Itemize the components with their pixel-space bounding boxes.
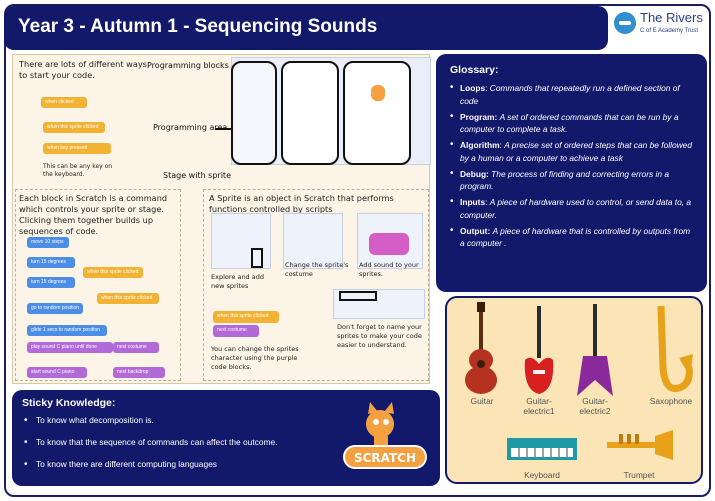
explore-caption: Explore and add new sprites: [211, 273, 264, 290]
glossary-item: Debug: The process of finding and correc…: [446, 168, 697, 193]
sticky-item: To know what decomposition is.: [22, 415, 430, 426]
sticky-item: To know there are different computing la…: [22, 459, 430, 470]
glossary-item: Inputs: A piece of hardware used to cont…: [446, 196, 697, 221]
costume-caption: Change the sprite's costume: [285, 261, 349, 278]
block-next-costume-2: next costume: [213, 325, 259, 337]
glossary-heading: Glossary:: [450, 64, 499, 76]
glossary-item: Program: A set of ordered commands that …: [446, 111, 697, 136]
sprite-box: [203, 189, 429, 381]
logo-icon: [614, 12, 636, 34]
sticky-knowledge-panel: Sticky Knowledge: To know what decomposi…: [12, 390, 440, 486]
block-when-key: when key pressed: [43, 143, 111, 154]
scratch-logo-icon: SCRATCH: [343, 402, 427, 469]
programming-area-label: Programming area: [153, 123, 228, 132]
sprite-block-caption: You can change the sprites character usi…: [211, 345, 299, 371]
instruments-panel: Guitar Guitar-electric1 Guitar-electric2…: [445, 296, 703, 484]
glossary-item: Loops: Commands that repeatedly run a de…: [446, 82, 697, 107]
programming-blocks-label: Programming blocks: [147, 61, 229, 70]
blocks-palette: [231, 61, 277, 165]
block-goto: go to random position: [27, 303, 83, 314]
block-next-costume: next costume: [113, 342, 159, 353]
saxophone-icon: [657, 305, 693, 393]
glossary-item: Algorithm: A precise set of ordered step…: [446, 139, 697, 164]
stage-panel: [343, 61, 411, 165]
block-move: move 10 steps: [27, 237, 69, 248]
add-sprite-icon: [251, 248, 263, 268]
block-when-sprite-2: when this sprite clicked: [83, 267, 143, 278]
keyboard-icon: [507, 438, 577, 460]
cat-sprite-icon: [371, 85, 385, 101]
block-start-sound: start sound C piano: [27, 367, 87, 378]
logo-name: The Rivers: [640, 10, 703, 25]
acoustic-guitar-icon: [465, 302, 497, 394]
block-when-sprite-3: when this sprite clicked: [97, 293, 159, 304]
block-glide: glide 1 secs to random position: [27, 325, 107, 336]
blocks-note: Each block in Scratch is a command which…: [19, 193, 168, 236]
stage-label: Stage with sprite: [163, 171, 231, 180]
block-turn-1: turn 15 degrees: [27, 257, 75, 268]
intro-note: There are lots of different ways to star…: [19, 59, 147, 80]
sprite-note: A Sprite is an object in Scratch that pe…: [209, 193, 394, 214]
name-caption: Don't forget to name your sprites to mak…: [337, 323, 422, 349]
label-keyboard: Keyboard: [524, 470, 560, 480]
sound-wave-icon: [369, 233, 409, 255]
label-trumpet: Trumpet: [623, 470, 655, 480]
block-turn-2: turn 15 degrees: [27, 277, 75, 288]
label-guitar: Guitar: [470, 396, 494, 406]
sticky-item: To know that the sequence of commands ca…: [22, 437, 430, 448]
block-when-sprite: when this sprite clicked: [43, 122, 105, 133]
page-title: Year 3 - Autumn 1 - Sequencing Sounds: [4, 6, 608, 50]
sticky-heading: Sticky Knowledge:: [22, 397, 116, 409]
glossary-panel: Glossary: Loops: Commands that repeatedl…: [436, 54, 707, 292]
programming-area: [281, 61, 339, 165]
sprite-name-shot: [333, 289, 425, 319]
electric-guitar-2-icon: [577, 304, 613, 396]
label-guitar-electric1: Guitar-electric1: [523, 396, 555, 416]
sound-caption: Add sound to your sprites.: [359, 261, 419, 278]
logo-subtitle: C of E Academy Trust: [640, 28, 699, 34]
sound-shot: [357, 213, 423, 269]
glossary-item: Output: A piece of hardware that is cont…: [446, 225, 697, 250]
key-note: This can be any key on the keyboard.: [43, 163, 113, 178]
scratch-logo-text: SCRATCH: [354, 451, 416, 465]
block-play-sound: play sound C piano until done: [27, 342, 113, 353]
costume-shot: [283, 213, 343, 269]
label-guitar-electric2: Guitar-electric2: [579, 396, 611, 416]
blocks-box: [15, 189, 181, 381]
sprite-name-field-highlight: [339, 291, 377, 301]
trumpet-icon: [607, 430, 673, 460]
instrument-illustrations: [465, 302, 693, 460]
scratch-overview: There are lots of different ways to star…: [12, 54, 431, 384]
trust-logo: The Rivers C of E Academy Trust: [612, 8, 708, 48]
label-saxophone: Saxophone: [649, 396, 693, 406]
block-next-backdrop: next backdrop: [113, 367, 165, 378]
block-when-flag: when clicked: [41, 97, 87, 108]
electric-guitar-1-icon: [524, 306, 554, 394]
block-when-sprite-clicked: when this sprite clicked: [213, 311, 279, 323]
